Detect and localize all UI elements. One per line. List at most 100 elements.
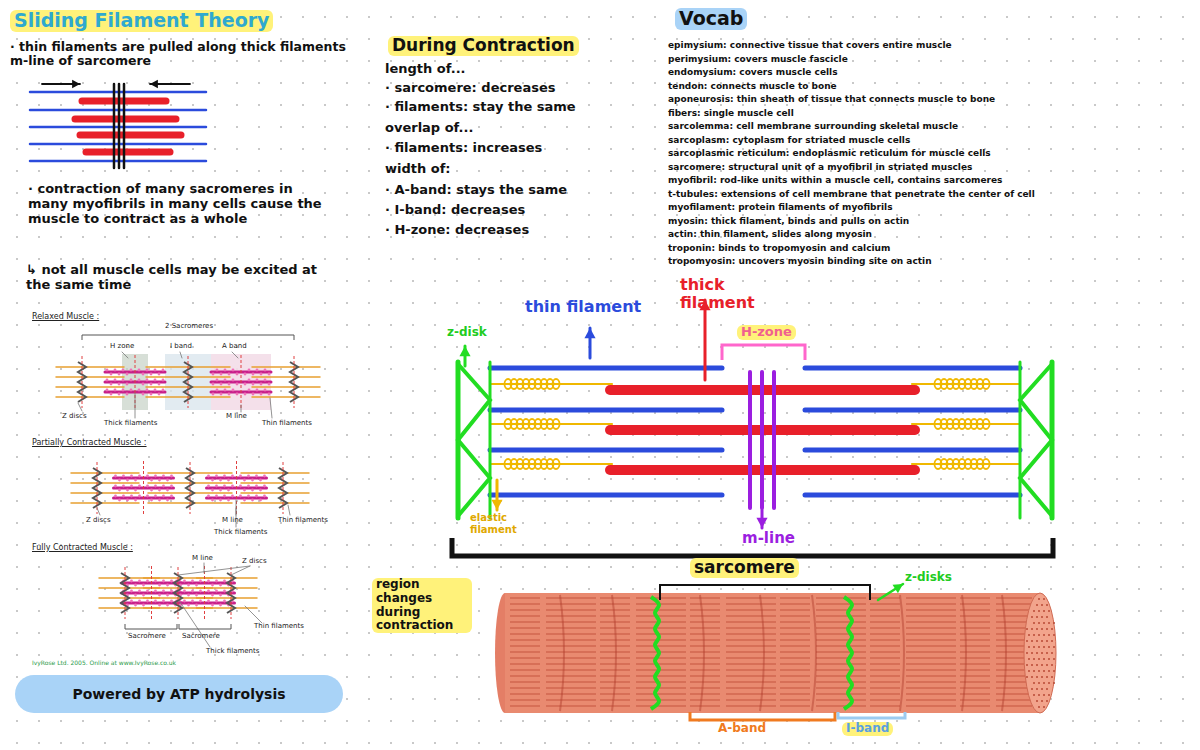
cap-dot: [1046, 700, 1048, 702]
myosin-head: [224, 389, 227, 392]
striation: [510, 645, 1032, 646]
myosin-head: [146, 485, 149, 488]
vocab-entry: sarcoplasm: cytoplasm for striated muscl…: [668, 135, 910, 145]
myosin-head: [130, 475, 133, 478]
myosin-head: [256, 379, 259, 382]
striation: [510, 651, 1032, 652]
cap-dot: [1031, 652, 1033, 654]
cap-dot: [1046, 664, 1048, 666]
myosin-head: [122, 379, 125, 382]
note-text: width of:: [385, 162, 451, 177]
cap-dot: [1053, 658, 1055, 660]
cap-dot: [1043, 670, 1045, 672]
m-line-mark: [118, 84, 121, 168]
cap-dot: [1048, 694, 1050, 696]
myosin-head: [106, 389, 109, 392]
sarcomere-bracket: [660, 585, 870, 600]
myosin-head: [146, 600, 149, 603]
cap-dot: [1033, 658, 1035, 660]
cap-dot: [1041, 616, 1043, 618]
myosin-head: [259, 499, 262, 502]
leader-line: [245, 606, 262, 623]
myosin-head: [252, 383, 255, 386]
myosin-head: [162, 389, 165, 392]
myosin-head: [138, 475, 141, 478]
myosin-head: [170, 580, 173, 583]
myosin-head: [166, 594, 169, 597]
myosin-head: [118, 393, 121, 396]
myosin-head: [118, 383, 121, 386]
myosin-head: [162, 475, 165, 478]
part-label: H-zone: [737, 325, 796, 340]
part-label: z-disk: [447, 326, 487, 340]
part-label: thin filament: [525, 298, 641, 316]
figure-label: M line: [222, 516, 243, 524]
sarcomere-bracket: [179, 624, 231, 629]
note-text: · filaments: increases: [385, 141, 542, 156]
band-line: [612, 595, 616, 711]
myosin-head: [130, 369, 133, 372]
figure-label: Thin filaments: [278, 516, 328, 524]
myosin-head: [256, 369, 259, 372]
myosin-head: [146, 475, 149, 478]
myosin-head: [255, 485, 258, 488]
myosin-head: [215, 590, 218, 593]
elastic-coil: [553, 419, 560, 429]
myosin-head: [251, 489, 254, 492]
myosin-head: [146, 580, 149, 583]
myosin-head: [263, 475, 266, 478]
myosin-head: [215, 580, 218, 583]
myosin-head: [255, 495, 258, 498]
myosin-head: [252, 393, 255, 396]
m-line: [204, 566, 205, 620]
m-line: [241, 355, 242, 409]
cap-dot: [1026, 640, 1028, 642]
myosin-head: [232, 389, 235, 392]
myosin-head: [154, 580, 157, 583]
thin-filament: [490, 408, 722, 413]
myosin-head: [231, 475, 234, 478]
pointer-arrow: [878, 584, 903, 600]
myosin-head: [259, 489, 262, 492]
myosin-head: [268, 383, 271, 386]
myosin-head: [212, 373, 215, 376]
m-line: [143, 461, 144, 515]
cap-dot: [1038, 658, 1040, 660]
myosin-head: [239, 475, 242, 478]
myosin-head: [236, 393, 239, 396]
m-line: [748, 372, 752, 508]
myosin-head: [227, 489, 230, 492]
myosin-head: [252, 373, 255, 376]
myosin-head: [142, 373, 145, 376]
myosin-head: [154, 600, 157, 603]
myosin-head: [158, 594, 161, 597]
leader-line: [97, 508, 100, 515]
cap-dot: [1046, 652, 1048, 654]
myosin-head: [207, 495, 210, 498]
figure-label: M line: [226, 412, 247, 420]
pull-arrow-head: [150, 80, 158, 89]
myosin-head: [247, 475, 250, 478]
myosin-head: [232, 379, 235, 382]
thin-filament: [71, 492, 139, 494]
myosin-head: [170, 590, 173, 593]
myosin-head: [162, 369, 165, 372]
myosin-head: [207, 475, 210, 478]
myosin-head: [183, 590, 186, 593]
part-label: region changes during contraction: [372, 578, 472, 633]
myosin-head: [118, 499, 121, 502]
myosin-head: [223, 590, 226, 593]
z-disk: [1020, 364, 1052, 516]
myosin-head: [170, 495, 173, 498]
striation: [510, 675, 1032, 676]
part-label: I-band: [842, 722, 893, 736]
myosin-head: [158, 393, 161, 396]
myosin-head: [158, 373, 161, 376]
cap-dot: [1036, 604, 1038, 606]
myosin-head: [118, 489, 121, 492]
cap-dot: [1041, 628, 1043, 630]
myosin-head: [114, 379, 117, 382]
myosin-head: [150, 373, 153, 376]
myosin-head: [158, 499, 161, 502]
